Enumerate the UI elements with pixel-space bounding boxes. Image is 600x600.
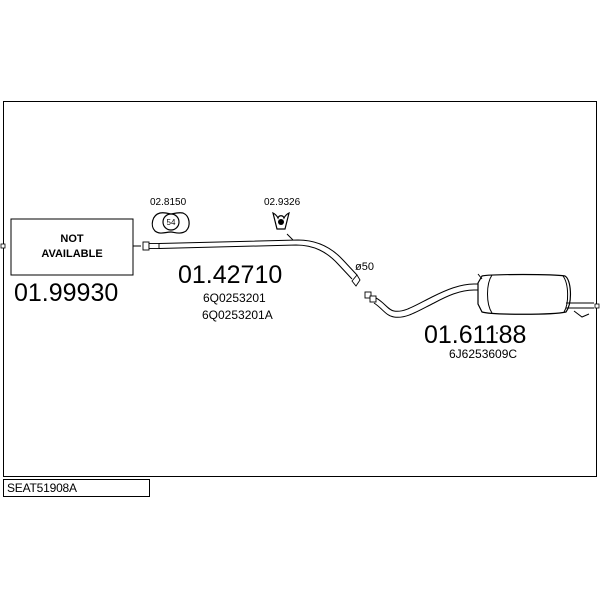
model-code: SEAT51908A [7, 481, 77, 495]
hanger-icon[interactable] [272, 211, 290, 230]
rear-silencer-inlet-joint [364, 291, 372, 299]
rear-silencer-oem-1: 6J6253609C [449, 347, 517, 361]
clamp-ring [162, 213, 180, 231]
hanger-hole [278, 219, 284, 225]
front-pipe[interactable] [142, 233, 361, 287]
front-pipe-end [351, 274, 361, 287]
model-code-box: SEAT51908A [3, 479, 150, 497]
diagram-dot [496, 332, 498, 334]
rear-pipe-lower-edge [373, 289, 480, 318]
silencer-body [477, 273, 571, 315]
rear-pipe-upper-edge [375, 283, 480, 312]
not-available-part[interactable]: NOT AVAILABLE [10, 218, 141, 276]
silencer-front-end [487, 274, 493, 314]
not-available-box [10, 218, 134, 276]
front-pipe-part-number[interactable]: 01.42710 [178, 261, 282, 289]
silencer-rear-bracket [573, 310, 590, 318]
rear-silencer-inlet-sleeve [369, 295, 377, 303]
silencer-rear-end [562, 275, 569, 313]
front-pipe-sleeve [148, 243, 160, 249]
diagram-frame [3, 101, 597, 477]
not-available-part-number[interactable]: 01.99930 [14, 279, 118, 307]
rear-silencer-part-number[interactable]: 01.61188 [424, 321, 526, 349]
clamp-part-number[interactable]: 02.8150 [150, 197, 187, 208]
clamp-size-label: 54 [167, 218, 176, 227]
hanger-part-number[interactable]: 02.9326 [264, 197, 301, 208]
clamp-icon[interactable]: 54 [151, 212, 190, 234]
right-edge-connector [594, 303, 600, 309]
front-pipe-oem-2: 6Q0253201A [202, 308, 273, 322]
front-pipe-upper-edge [158, 239, 358, 276]
left-edge-connector [0, 243, 6, 249]
not-available-line2: AVAILABLE [41, 248, 102, 260]
not-available-line1: NOT [60, 233, 84, 245]
silencer-front-hanger [477, 273, 483, 280]
front-pipe-oem-1: 6Q0253201 [203, 291, 266, 305]
front-pipe-flange [142, 241, 150, 251]
rear-silencer[interactable] [364, 273, 594, 318]
front-pipe-lower-edge [158, 244, 353, 280]
diameter-label: ø50 [355, 261, 374, 273]
front-pipe-hanger-pin [286, 233, 294, 241]
